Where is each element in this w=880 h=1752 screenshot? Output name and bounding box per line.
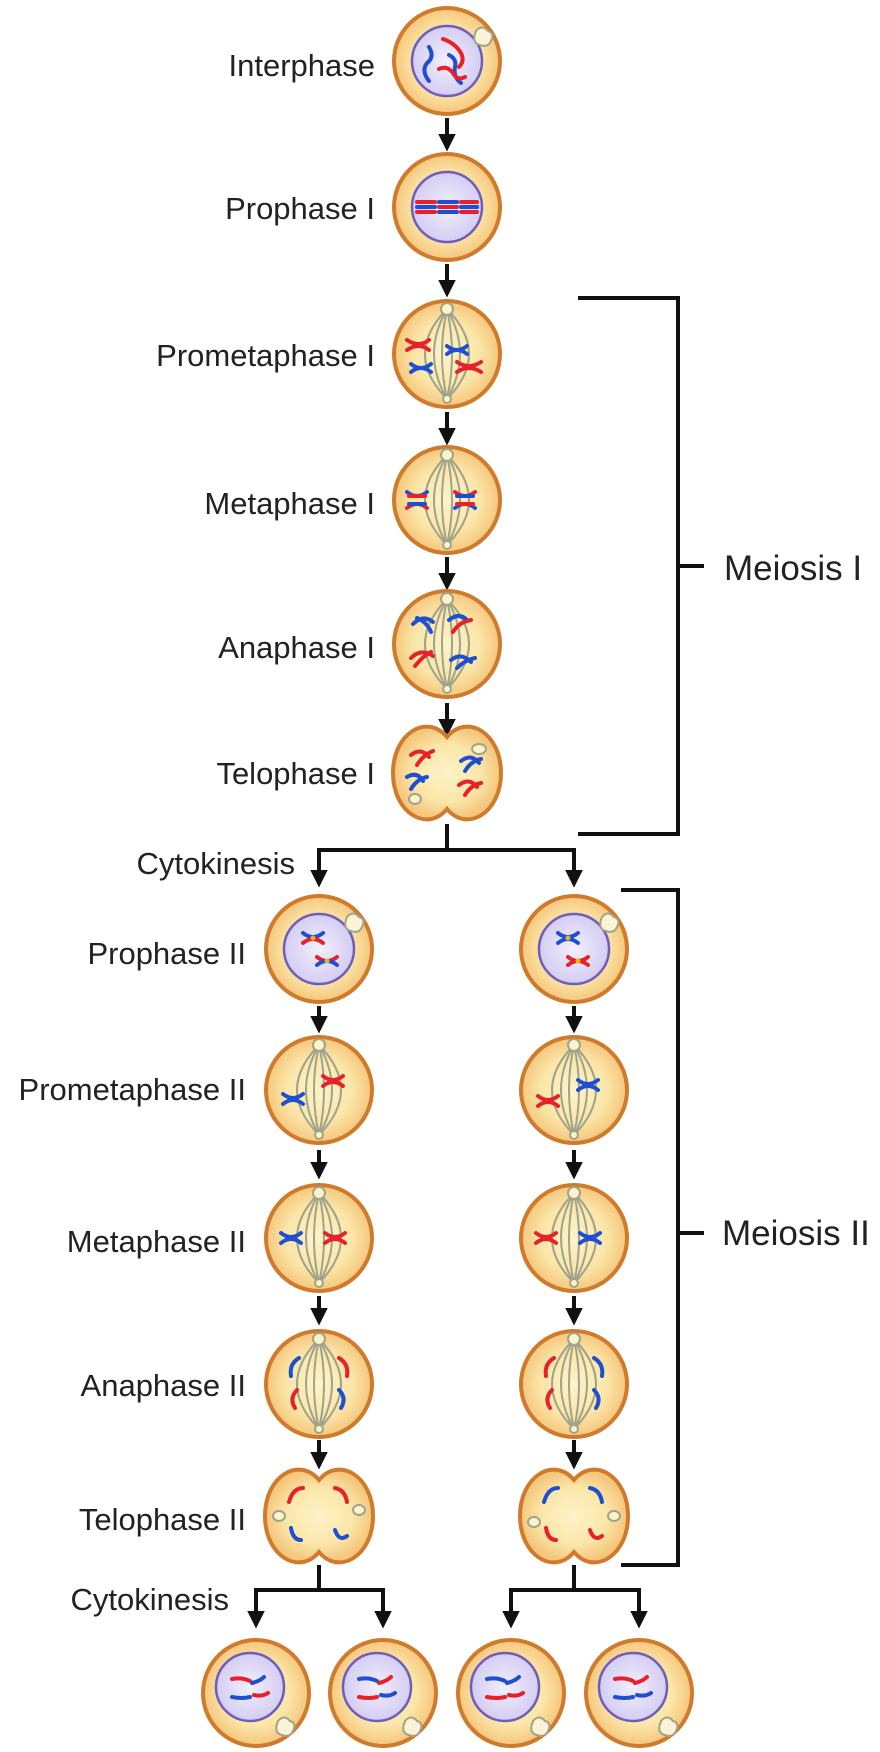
daughter-cell-3 [456,1638,566,1748]
cell-prophase-1 [392,152,502,262]
meiosis-2-label: Meiosis II [722,1214,870,1253]
label-telophase-2: Telophase II [79,1502,246,1537]
label-cytokinesis-2: Cytokinesis [71,1582,230,1617]
cell-metaphase-2-left [264,1183,374,1293]
daughter-cell-2 [328,1638,438,1748]
cell-prophase-2-right [519,894,629,1004]
label-telophase-1: Telophase I [216,756,375,791]
flow-arrows [247,118,648,1629]
label-anaphase-2: Anaphase II [81,1368,246,1403]
label-anaphase-1: Anaphase I [218,630,375,665]
cell-anaphase-2-left [264,1329,374,1439]
label-metaphase-2: Metaphase II [67,1224,246,1259]
arrow [447,848,583,888]
meiosis-1-bracket: Meiosis I [578,296,862,836]
cytokinesis-1-split [317,824,574,884]
label-prophase-1: Prophase I [225,191,375,226]
cell-interphase [392,6,502,116]
arrow [574,1588,648,1629]
daughter-cell-4 [584,1638,694,1748]
label-metaphase-1: Metaphase I [204,486,375,521]
label-interphase: Interphase [229,48,376,83]
daughter-cell-1 [201,1638,311,1748]
label-prophase-2: Prophase II [87,936,246,971]
cell-anaphase-1 [392,589,502,699]
cell-telophase-2-left [262,1467,376,1565]
stage-labels: Interphase Prophase I Prometaphase I Met… [19,48,375,1617]
cell-prophase-2-left [264,894,374,1004]
label-cytokinesis-1: Cytokinesis [137,846,296,881]
meiosis-2-bracket: Meiosis II [621,888,870,1567]
cell-metaphase-2-right [519,1183,629,1293]
cell-telophase-1 [390,724,504,822]
cell-prometaphase-1 [392,299,502,409]
cell-prometaphase-2-right [519,1035,629,1145]
meiosis-1-label: Meiosis I [724,549,862,588]
arrow [502,1565,576,1629]
arrow [247,1565,321,1629]
cell-anaphase-2-right [519,1329,629,1439]
cell-metaphase-1 [392,445,502,555]
arrow [319,1588,392,1629]
label-prometaphase-1: Prometaphase I [156,338,375,373]
label-prometaphase-2: Prometaphase II [19,1072,246,1107]
cell-prometaphase-2-left [264,1035,374,1145]
cell-telophase-2-right [517,1467,631,1565]
